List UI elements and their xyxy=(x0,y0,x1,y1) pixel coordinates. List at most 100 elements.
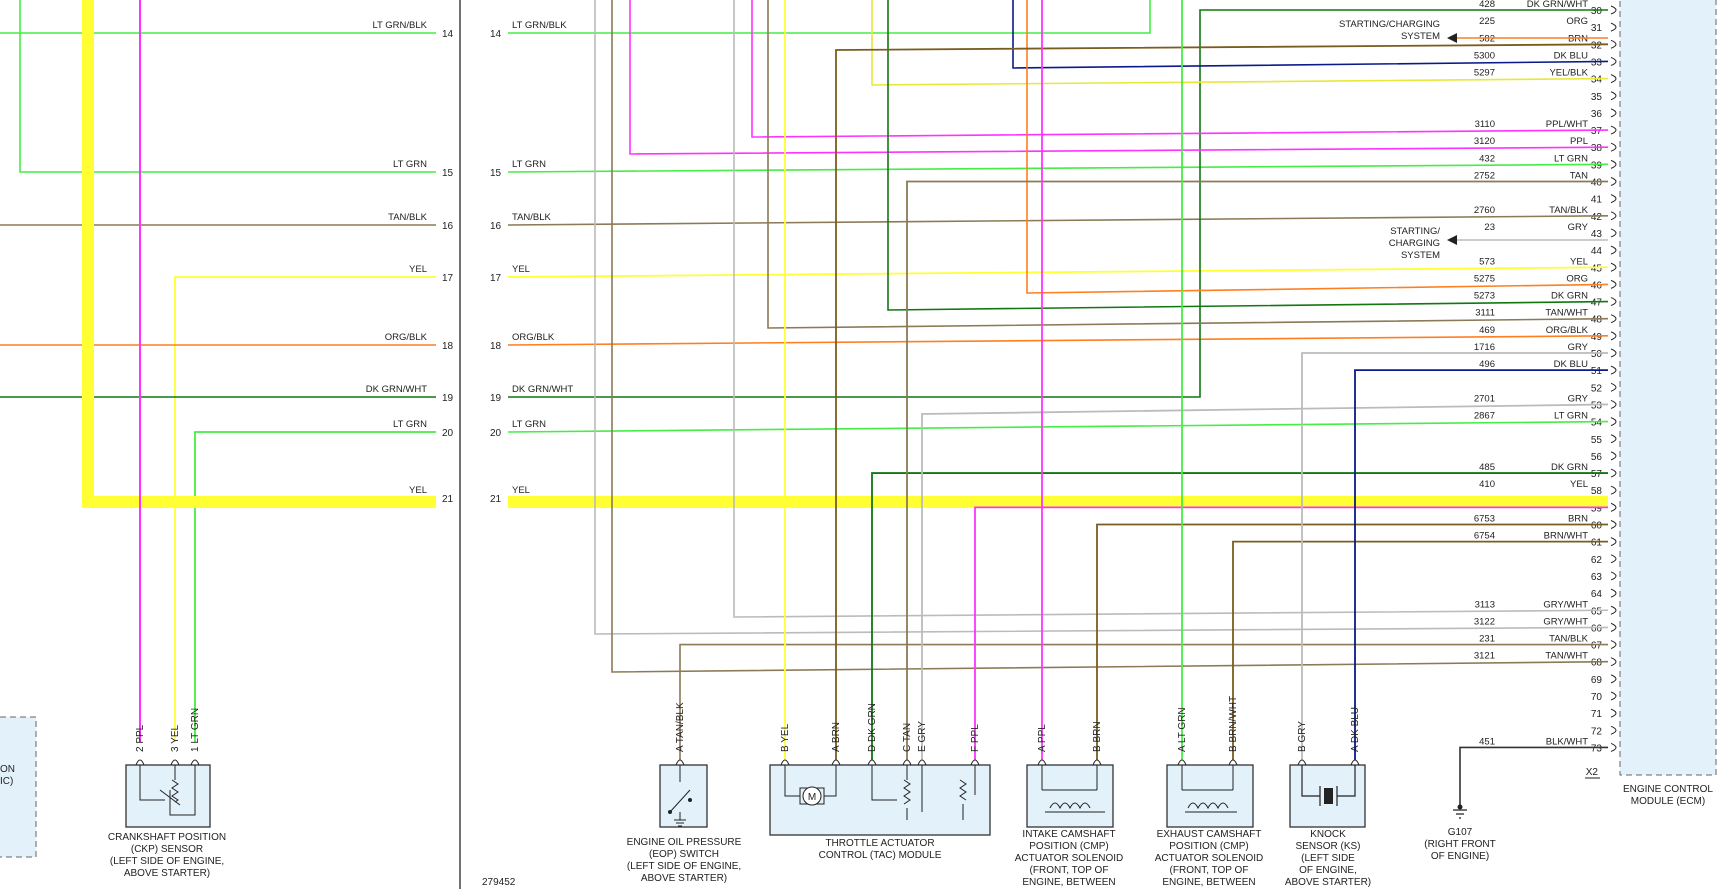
wire-tac-c xyxy=(906,180,1608,760)
ecm-wire-color: YEL xyxy=(1570,256,1588,267)
ecm-circuit-number: 2867 xyxy=(1474,411,1495,422)
tac-pin-label: D DK GRN xyxy=(867,703,878,752)
ecm-circuit-number: 432 xyxy=(1479,153,1495,164)
ecm-pin-fork xyxy=(1610,434,1617,444)
ecm-circuit-number: 451 xyxy=(1479,736,1495,747)
ecm-wire-color: BLK/WHT xyxy=(1546,736,1588,747)
ckp-pin-label: 2 PPL xyxy=(135,724,146,752)
ecm-wire-color: DK GRN xyxy=(1551,291,1588,302)
ecm-pin-number: 61 xyxy=(1591,538,1603,549)
ecm-pin-fork xyxy=(1610,674,1617,684)
ecm-pin-fork xyxy=(1610,365,1617,375)
ecm-circuit-number: 3122 xyxy=(1474,616,1495,627)
tac-pin-label: C TAN xyxy=(902,723,913,752)
left-pin-number: 21 xyxy=(442,494,454,505)
ecm-wire-color: ORG/BLK xyxy=(1546,325,1589,336)
ecm-pin-number: 70 xyxy=(1591,692,1603,703)
ecm-pin-number: 64 xyxy=(1591,589,1603,600)
wire-ecm-47 xyxy=(887,0,1609,311)
ecm-pin-number: 58 xyxy=(1591,486,1603,497)
tac-pin-fork xyxy=(780,759,790,766)
ecm-pin-number: 72 xyxy=(1591,726,1603,737)
ecm-pin-number: 45 xyxy=(1591,263,1603,274)
mid-wire-label: TAN/BLK xyxy=(512,212,552,223)
intake-cmp-caption: ACTUATOR SOLENOID xyxy=(1015,853,1124,864)
left-wire-label: YEL xyxy=(409,264,427,275)
ecm-pin-fork xyxy=(1610,297,1617,307)
mid-wire-label: YEL xyxy=(512,485,530,496)
tac-caption: CONTROL (TAC) MODULE xyxy=(819,850,942,861)
wire-knock-b xyxy=(1301,352,1608,760)
exhaust-cmp-caption: POSITION (CMP) xyxy=(1169,841,1248,852)
knock-caption: (LEFT SIDE xyxy=(1301,853,1355,864)
ecm-circuit-number: 3113 xyxy=(1475,599,1495,610)
ecm-pin-fork xyxy=(1610,399,1617,409)
ckp-caption: (CKP) SENSOR xyxy=(131,844,203,855)
ecm-pin-number: 63 xyxy=(1591,572,1603,583)
arrow-icon xyxy=(1447,33,1457,43)
ckp-internal xyxy=(139,765,165,801)
ecm-pin-fork xyxy=(1610,194,1617,204)
ecm-wire-color: DK BLU xyxy=(1554,50,1588,61)
knock-caption: OF ENGINE, xyxy=(1299,865,1357,876)
wire-ecm-48 xyxy=(767,0,1609,329)
left-wire-label: LT GRN xyxy=(393,419,427,430)
left-pin-number: 18 xyxy=(442,341,454,352)
knock-pin-label: B GRY xyxy=(1297,721,1308,752)
g107-caption: G107 xyxy=(1448,827,1473,838)
ecm-wire-color: YEL/BLK xyxy=(1549,68,1588,79)
ecm-pin-number: 48 xyxy=(1591,315,1603,326)
left-wire-label: LT GRN xyxy=(393,159,427,170)
ecm-pin-fork xyxy=(1610,245,1617,255)
ecm-pin-number: 44 xyxy=(1591,246,1603,257)
exhaust-cmp-caption: (FRONT, TOP OF xyxy=(1170,865,1249,876)
wire-tac-d xyxy=(871,472,1608,760)
left-pin-number: 17 xyxy=(442,273,454,284)
ecm-pin-fork xyxy=(1610,691,1617,701)
ckp-pin-label: 3 YEL xyxy=(170,725,181,752)
mid-pin-number: 21 xyxy=(490,494,502,505)
ecm-wire-color: DK BLU xyxy=(1554,359,1588,370)
ecm-pin-number: 51 xyxy=(1591,366,1603,377)
ecm-pin-fork xyxy=(1610,520,1617,529)
ecm-pin-number: 69 xyxy=(1591,675,1603,686)
ecm-pin-fork xyxy=(1610,125,1617,135)
mid-pin-number: 20 xyxy=(490,428,502,439)
exhaust-cmp-pin-fork xyxy=(1228,759,1238,766)
mid-wire-label: LT GRN/BLK xyxy=(512,20,567,31)
ecm-pin-number: 36 xyxy=(1591,109,1603,120)
wire-knock-a xyxy=(1354,369,1608,760)
mid-wire-15 xyxy=(507,163,1609,173)
intake-cmp-box xyxy=(1026,764,1114,828)
exhaust-cmp-pin-fork xyxy=(1177,759,1187,766)
exhaust-cmp-box xyxy=(1166,764,1254,828)
ecm-circuit-number: 469 xyxy=(1479,325,1495,336)
mid-pin-number: 18 xyxy=(490,341,502,352)
ecm-circuit-number: 2701 xyxy=(1474,393,1495,404)
intake-cmp-pin-fork xyxy=(1037,759,1047,766)
eop-pin-fork xyxy=(675,759,685,766)
ecm-circuit-number: 2760 xyxy=(1474,205,1495,216)
ecm-wire-color: TAN xyxy=(1570,171,1588,182)
ecm-wire-color: YEL xyxy=(1570,479,1588,490)
knock-pin-fork xyxy=(1297,759,1307,766)
left-pin-number: 16 xyxy=(442,221,454,232)
left-wire-label: TAN/BLK xyxy=(388,212,428,223)
ecm-pin-number: 43 xyxy=(1591,229,1603,240)
ecm-pin-fork xyxy=(1610,588,1617,598)
solenoid-icon xyxy=(1181,765,1237,813)
ecm-pin-number: 71 xyxy=(1591,709,1603,720)
ecm-wire-color: GRY xyxy=(1568,342,1589,353)
ecm-pin-number: 67 xyxy=(1591,641,1603,652)
left-partial-caption: IC) xyxy=(0,776,13,787)
left-wire-20 xyxy=(194,431,436,742)
tac-pin-fork xyxy=(970,759,980,766)
ecm-circuit-number: 5275 xyxy=(1474,273,1495,284)
ecm-wire-color: ORG xyxy=(1566,16,1588,27)
mid-wire-label: YEL xyxy=(512,264,530,275)
tac-pin-fork xyxy=(831,759,841,766)
ecm-circuit-number: 6753 xyxy=(1474,514,1495,525)
ecm-pin-number: 52 xyxy=(1591,383,1603,394)
ecm-pin-number: 31 xyxy=(1591,23,1603,34)
